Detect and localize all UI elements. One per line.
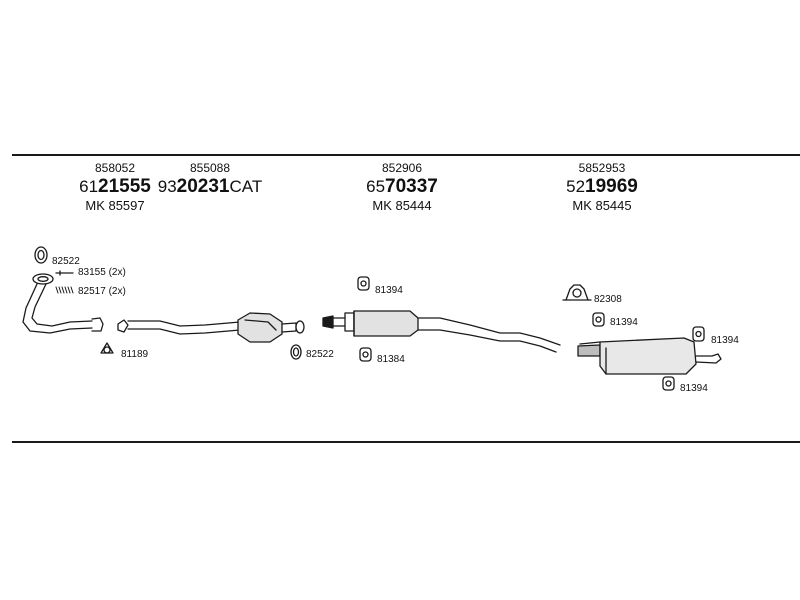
part-number: 6570337 bbox=[366, 176, 438, 197]
middle-silencer bbox=[322, 310, 561, 353]
top-rule bbox=[12, 154, 800, 156]
callout-hanger-e: 81394 bbox=[680, 383, 708, 394]
group-code: 858052 bbox=[94, 161, 136, 175]
clamp-icon bbox=[562, 284, 592, 301]
hanger-icon bbox=[359, 347, 372, 362]
front-pipe bbox=[22, 273, 104, 334]
group-code: 855088 bbox=[189, 161, 231, 175]
group-code: 852906 bbox=[381, 161, 423, 175]
callout-hanger-d: 81394 bbox=[711, 335, 739, 346]
group-header-catalyst: 855088 9320231CAT bbox=[155, 162, 265, 196]
mk-number: MK 85444 bbox=[372, 198, 432, 213]
hanger-icon bbox=[692, 326, 705, 342]
group-header-front-pipe: 858052 6121555 MK 85597 bbox=[70, 162, 160, 212]
hanger-icon bbox=[357, 276, 370, 291]
part-number: 5219969 bbox=[566, 176, 638, 197]
part-number: 6121555 bbox=[79, 176, 151, 197]
part-number: 9320231CAT bbox=[157, 176, 263, 197]
catalytic-converter bbox=[237, 312, 305, 343]
intermediate-pipe bbox=[117, 319, 241, 335]
group-header-middle-silencer: 852906 6570337 MK 85444 bbox=[352, 162, 452, 212]
bottom-rule bbox=[12, 441, 800, 443]
rear-silencer bbox=[577, 337, 722, 375]
hanger-icon bbox=[592, 312, 605, 327]
callout-gasket: 82522 bbox=[52, 256, 80, 267]
ring-icon bbox=[100, 342, 114, 354]
callout-gasket-mid: 82522 bbox=[306, 349, 334, 360]
group-header-rear-silencer: 5852953 5219969 MK 85445 bbox=[552, 162, 652, 212]
callout-spring: 82517 (2x) bbox=[78, 286, 126, 297]
callout-ring: 81189 bbox=[121, 349, 149, 360]
callout-hanger-a: 81394 bbox=[375, 285, 403, 296]
bolt-icon bbox=[55, 270, 74, 276]
mk-number: MK 85597 bbox=[85, 198, 145, 213]
group-code: 5852953 bbox=[578, 161, 626, 175]
callout-bolt: 83155 (2x) bbox=[78, 267, 126, 278]
gasket-icon bbox=[34, 246, 48, 264]
mk-number: MK 85445 bbox=[572, 198, 632, 213]
gasket-icon bbox=[290, 344, 302, 360]
callout-clamp: 82308 bbox=[594, 294, 622, 305]
callout-hanger-b: 81384 bbox=[377, 354, 405, 365]
hanger-icon bbox=[662, 376, 675, 391]
callout-hanger-c: 81394 bbox=[610, 317, 638, 328]
spring-icon bbox=[55, 286, 74, 294]
